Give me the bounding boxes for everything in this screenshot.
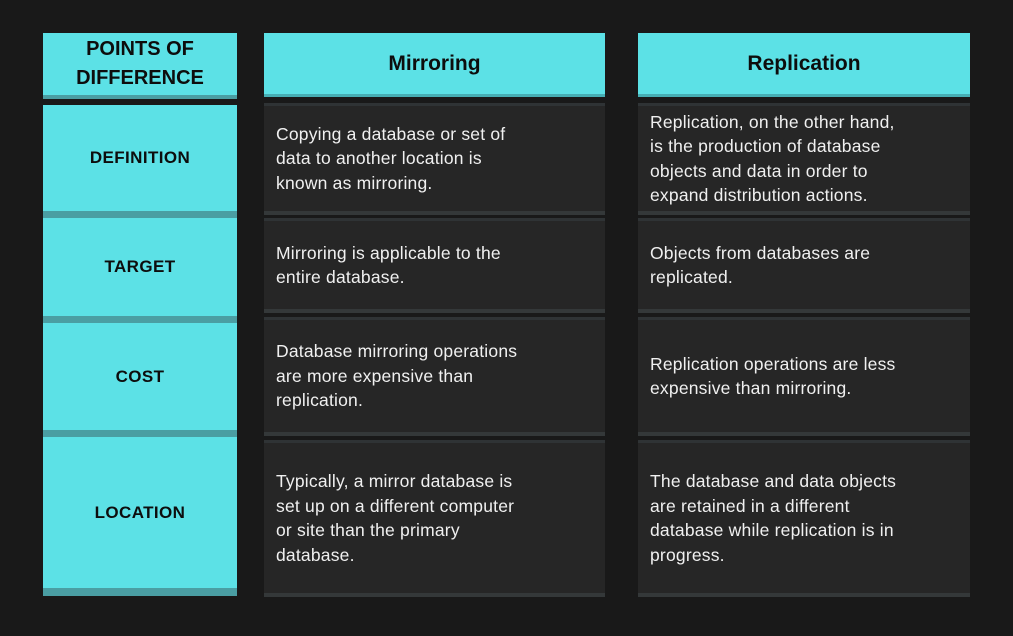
column-header-mirroring: Mirroring <box>264 33 605 97</box>
row-label-cost: COST <box>43 323 237 437</box>
cell-target-replication: Objects from databases are replicated. <box>638 218 970 313</box>
cell-location-mirroring: Typically, a mirror database is set up o… <box>264 440 605 597</box>
cell-cost-replication: Replication operations are less expensiv… <box>638 317 970 436</box>
cell-definition-mirroring: Copying a database or set of data to ano… <box>264 103 605 215</box>
row-label-definition: DEFINITION <box>43 105 237 218</box>
corner-header-points-of-difference: POINTS OF DIFFERENCE <box>43 33 237 99</box>
row-label-location: LOCATION <box>43 437 237 596</box>
cell-location-replication: The database and data objects are retain… <box>638 440 970 597</box>
cell-cost-mirroring: Database mirroring operations are more e… <box>264 317 605 436</box>
cell-definition-replication: Replication, on the other hand, is the p… <box>638 103 970 215</box>
row-label-target: TARGET <box>43 218 237 323</box>
column-header-replication: Replication <box>638 33 970 97</box>
cell-target-mirroring: Mirroring is applicable to the entire da… <box>264 218 605 313</box>
